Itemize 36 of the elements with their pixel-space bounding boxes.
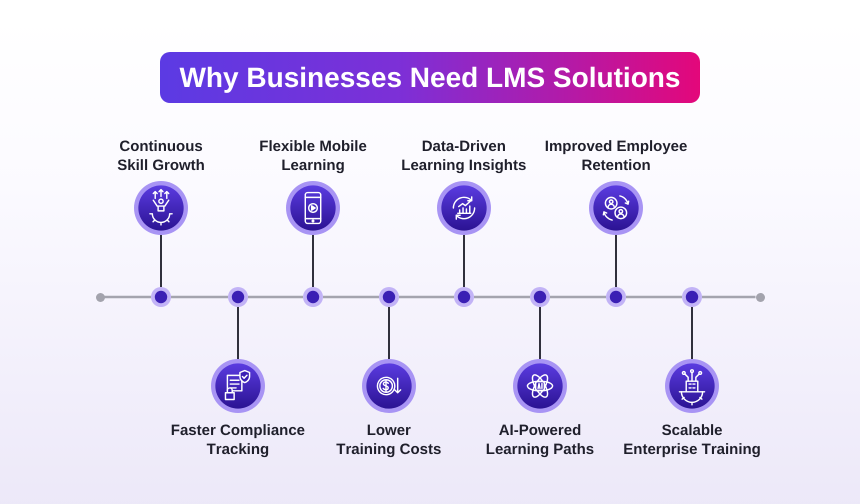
timeline-dot <box>530 287 550 307</box>
benefit-label: Lower Training Costs <box>336 421 442 459</box>
timeline-dot <box>379 287 399 307</box>
benefit-label: Continuous Skill Growth <box>117 137 206 175</box>
timeline-dot <box>606 287 626 307</box>
benefit-label: AI-Powered Learning Paths <box>486 421 594 459</box>
timeline-line <box>171 296 228 298</box>
title-banner: Why Businesses Need LMS Solutions <box>160 52 700 103</box>
timeline-line <box>104 296 151 298</box>
connector-line <box>237 307 239 359</box>
timeline-dot <box>228 287 248 307</box>
benefit-label: Faster Compliance Tracking <box>170 421 306 459</box>
benefit-label: Improved Employee Retention <box>544 137 688 175</box>
timeline-line <box>399 296 454 298</box>
timeline-dot <box>682 287 702 307</box>
connector-line <box>615 235 617 287</box>
connector-line <box>691 307 693 359</box>
timeline-line <box>248 296 303 298</box>
timeline-line <box>550 296 606 298</box>
connector-line <box>160 235 162 287</box>
timeline-dot <box>454 287 474 307</box>
benefit-label: Scalable Enterprise Training <box>623 421 762 459</box>
timeline-dot <box>151 287 171 307</box>
timeline-end-dot <box>96 292 104 302</box>
connector-line <box>312 235 314 287</box>
timeline-dot <box>303 287 323 307</box>
connector-line <box>388 307 390 359</box>
timeline-line <box>626 296 682 298</box>
benefit-label: Data-Driven Learning Insights <box>401 137 527 175</box>
timeline-line <box>323 296 379 298</box>
timeline-end-dot <box>756 292 764 302</box>
connector-line <box>463 235 465 287</box>
connector-line <box>539 307 541 359</box>
timeline-line <box>474 296 530 298</box>
timeline-line <box>702 296 756 298</box>
benefit-label: Flexible Mobile Learning <box>259 137 368 175</box>
